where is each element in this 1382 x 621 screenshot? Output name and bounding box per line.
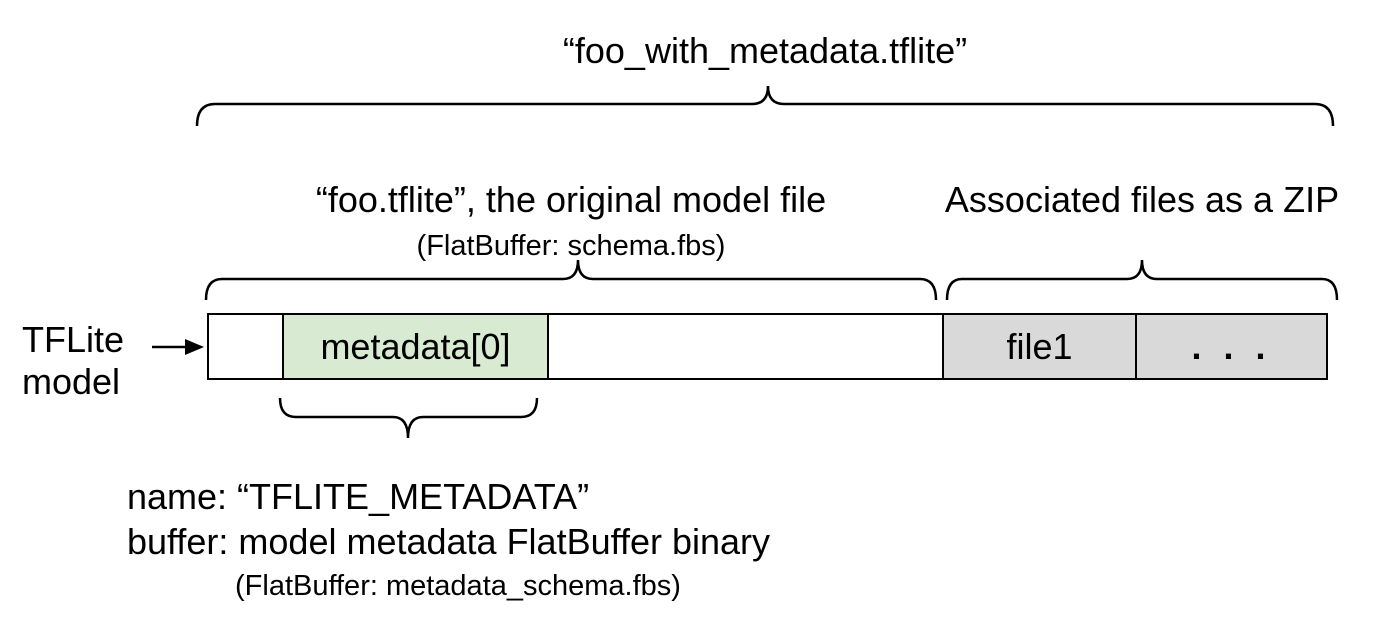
bar-segment-model-body — [547, 315, 942, 378]
metadata-annotation-schema-note: (FlatBuffer: metadata_schema.fbs) — [235, 570, 681, 602]
bar-segment-header — [209, 315, 282, 378]
model-file-label-text: “foo.tflite”, the original model file — [315, 179, 827, 220]
underbrace-metadata-icon — [278, 397, 539, 439]
bar-segment-metadata: metadata[0] — [282, 315, 547, 378]
bar-segment-file1: file1 — [942, 315, 1135, 378]
model-file-schema-note: (FlatBuffer: schema.fbs) — [416, 230, 726, 262]
tflite-model-label-line2: model — [22, 361, 121, 402]
metadata-annotation-buffer: buffer: model metadata FlatBuffer binary — [127, 521, 771, 562]
arrow-right-icon — [152, 339, 204, 355]
bar-segment-more-files: . . . — [1135, 315, 1326, 378]
metadata-annotation-name: name: “TFLITE_METADATA” — [127, 476, 590, 517]
associated-files-label: Associated files as a ZIP — [944, 179, 1340, 220]
overbrace-full-file-icon — [195, 85, 1335, 127]
overbrace-zip-files-icon — [945, 259, 1339, 301]
metadata-annotation: name: “TFLITE_METADATA” buffer: model me… — [127, 474, 770, 604]
tflite-model-label-line1: TFLite — [22, 319, 125, 360]
model-file-label: “foo.tflite”, the original model file (F… — [271, 180, 871, 263]
file-title: “foo_with_metadata.tflite” — [562, 30, 968, 71]
model-file-bar: metadata[0] file1 . . . — [207, 313, 1328, 380]
overbrace-model-file-icon — [204, 259, 938, 301]
tflite-model-label: TFLite model — [22, 319, 124, 403]
